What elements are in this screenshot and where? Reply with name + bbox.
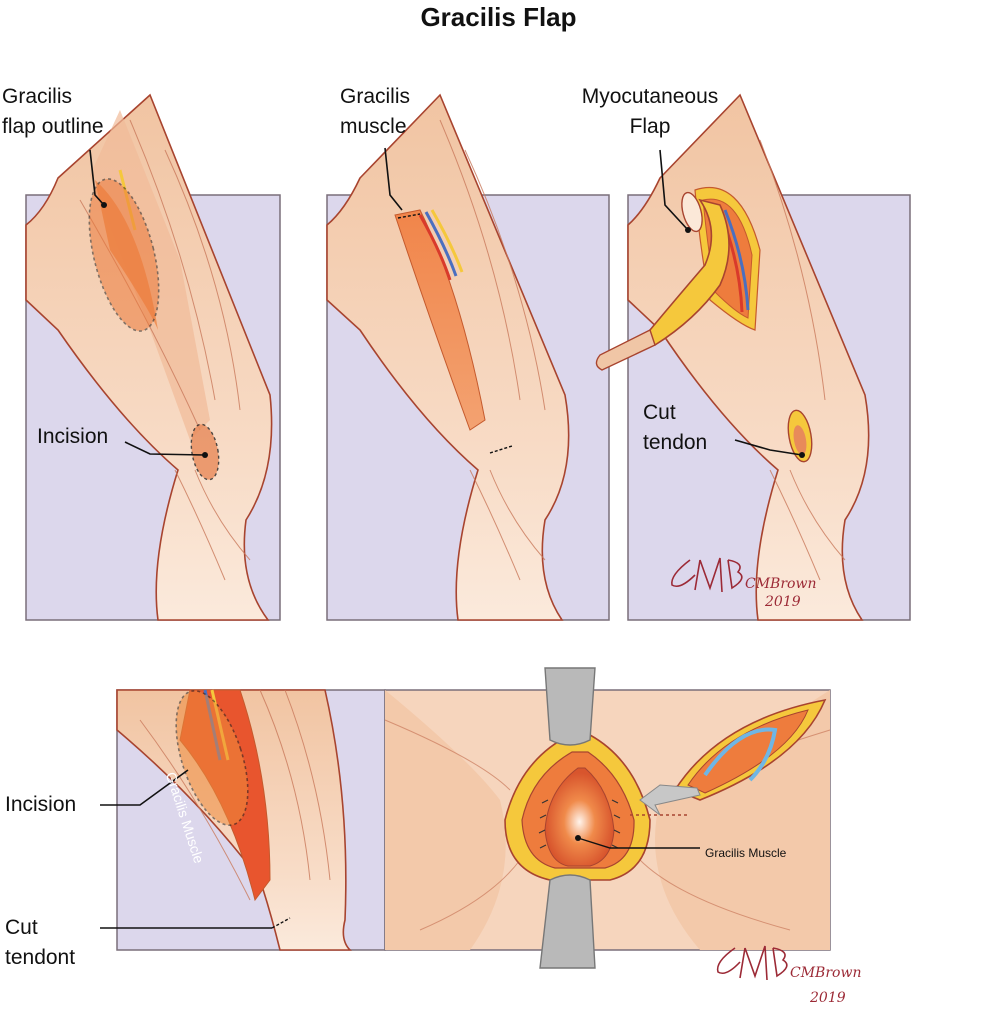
panel-2-muscle-leader [384, 147, 403, 211]
panel-3-flap-leader-dot [685, 227, 691, 233]
panel-3-leg-flap-raised [595, 93, 911, 621]
label-gracilis-flap-outline: Gracilis flap outline [2, 85, 104, 138]
figure-title: Gracilis Flap [420, 2, 577, 32]
signature-year-bottom: 2019 [810, 990, 846, 1006]
signature-icon [671, 557, 743, 593]
panel-2-distal-cut [489, 445, 513, 454]
signature-year: 2019 [765, 594, 801, 610]
panel-2-artery [418, 214, 452, 281]
label-cut-tendon: Cut tendon [643, 401, 708, 454]
panel-2-muscle-lines [439, 119, 546, 581]
panel-1-incision-leader [124, 441, 206, 456]
panel-5-sutures [538, 799, 621, 849]
panel-3-tendon-leader [734, 439, 803, 456]
panel-1-flap-leader [89, 149, 105, 206]
arrow-icon [639, 784, 701, 816]
panel-4-incision-leader [100, 769, 189, 806]
label-myocutaneous-flap: Myocutaneous Flap [581, 85, 719, 138]
panel-3-tendon-leader-dot [799, 452, 805, 458]
panel-2-leg-muscle-exposed [326, 93, 610, 621]
panel-5-right-buttock [655, 690, 830, 950]
panel-5-muscle-leader-dot [575, 835, 581, 841]
panel-3-vein [723, 209, 750, 311]
panel-3-tendon-tail [595, 329, 656, 371]
panel-1-incision-leader-dot [202, 452, 208, 458]
panel-5-donor-muscle [687, 709, 809, 794]
panel-5-perineal-reconstruction [384, 667, 831, 981]
label-incision-panel1: Incision [37, 425, 109, 448]
panel-3-flap-leader [659, 149, 689, 231]
panel-2-nerve [430, 209, 464, 273]
signature-text: CMBrown [745, 576, 817, 592]
panel-4-medial-thigh-incision [100, 689, 386, 951]
panel-5-left-buttock [385, 690, 506, 950]
panel-2-proximal-cut [397, 213, 421, 219]
retractor-bottom-icon [539, 874, 596, 969]
signature-text-bottom: CMBrown [790, 965, 862, 981]
panel-4-incision-outline [175, 689, 249, 827]
retractor-icon [544, 667, 596, 746]
label-gracilis-muscle-panel5: Gracilis Muscle [705, 846, 787, 860]
panel-3-tendon-stump [793, 425, 807, 455]
panel-5-transposed-gracilis [544, 767, 615, 867]
panel-3-muscle-lines [759, 139, 846, 581]
panel-2-vein [424, 211, 458, 277]
label-incision-panel4: Incision [5, 793, 77, 816]
panel-3-flap-skin-paddle [681, 191, 703, 233]
label-cut-tendont: Cut tendont [5, 916, 76, 969]
panel-1-flap-leader-dot [101, 202, 107, 208]
panel-4-muscle-lines [139, 689, 331, 901]
panel-4-tendon-cut [271, 917, 291, 929]
panel-1-leg [25, 93, 273, 621]
label-gracilis-muscle: Gracilis muscle [340, 85, 411, 138]
signature-bottom-icon [716, 945, 788, 981]
panel-5-pedicle [703, 727, 778, 782]
panel-5-muscle-leader [577, 837, 700, 849]
panel-1-leg-flap-outline [25, 93, 281, 621]
panel-1-flap-outline [88, 178, 160, 332]
